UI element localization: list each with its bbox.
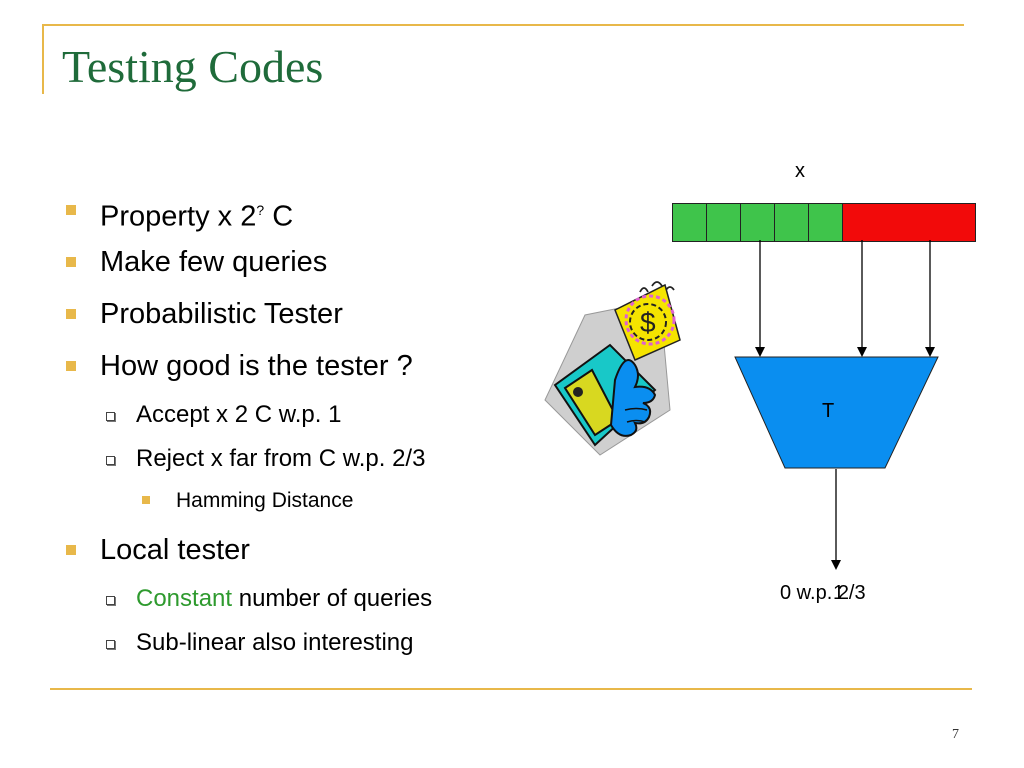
square-bullet-icon (66, 545, 76, 555)
slide-title: Testing Codes (62, 41, 324, 92)
tester-box (734, 356, 939, 469)
square-bullet-icon (66, 205, 76, 215)
bullet-text: Probabilistic Tester (100, 298, 343, 330)
sub-bullet-accept: Accept x 2 C w.p. 1 (62, 398, 582, 442)
bullet-property: Property x 2? C (62, 190, 582, 242)
input-word (672, 203, 976, 242)
bullet-local-tester: Local tester (62, 530, 582, 582)
hollow-square-bullet-icon (106, 596, 115, 605)
rejected-cells (843, 204, 975, 241)
accepted-cell (707, 204, 741, 241)
svg-text:$: $ (640, 307, 656, 338)
bottom-rule (50, 688, 972, 690)
thumbs-up-money-icon: $ (544, 281, 681, 456)
sub-sub-bullet-text: Hamming Distance (176, 489, 354, 512)
accepted-cell (775, 204, 809, 241)
sub-bullet-text: number of queries (232, 585, 433, 612)
hollow-square-bullet-icon (106, 456, 115, 465)
bullet-list: Property x 2? C Make few queries Probabi… (62, 190, 582, 670)
bullet-text: Make few queries (100, 246, 328, 278)
sub-bullet-reject: Reject x far from C w.p. 2/3 (62, 442, 582, 486)
bullet-queries: Make few queries (62, 242, 582, 294)
sub-sub-bullet-hamming: Hamming Distance (62, 486, 582, 530)
top-rule (42, 24, 964, 26)
square-bullet-icon (142, 496, 150, 504)
left-rule (42, 24, 44, 94)
bullet-how-good: How good is the tester ? (62, 346, 582, 398)
accepted-cell (741, 204, 775, 241)
hollow-square-bullet-icon (106, 640, 115, 649)
bullet-text: Local tester (100, 534, 250, 566)
square-bullet-icon (66, 309, 76, 319)
bullet-text-tail: C (264, 200, 294, 233)
sub-bullet-sublinear: Sub-linear also interesting (62, 626, 582, 670)
sub-bullet-text: Accept x 2 C w.p. 1 (136, 401, 342, 428)
bullet-text: How good is the tester ? (100, 350, 413, 382)
input-label: x (795, 160, 805, 182)
output-label: 0 w.p. 2/3 (780, 582, 866, 604)
accepted-cell (809, 204, 843, 241)
square-bullet-icon (66, 257, 76, 267)
accepted-cell (673, 204, 707, 241)
sub-bullet-text: Sub-linear also interesting (136, 629, 414, 656)
sub-bullet-text: Reject x far from C w.p. 2/3 (136, 445, 426, 472)
bullet-superscript: ? (256, 202, 265, 218)
hollow-square-bullet-icon (106, 412, 115, 421)
tester-label: T (822, 400, 835, 422)
sub-bullet-constant: Constant number of queries (62, 582, 582, 626)
page-number: 7 (952, 727, 959, 742)
highlight-text: Constant (136, 585, 233, 612)
output-overlap-label: 1 (833, 582, 845, 604)
square-bullet-icon (66, 361, 76, 371)
bullet-probabilistic: Probabilistic Tester (62, 294, 582, 346)
bullet-text: Property x 2 (100, 200, 257, 233)
